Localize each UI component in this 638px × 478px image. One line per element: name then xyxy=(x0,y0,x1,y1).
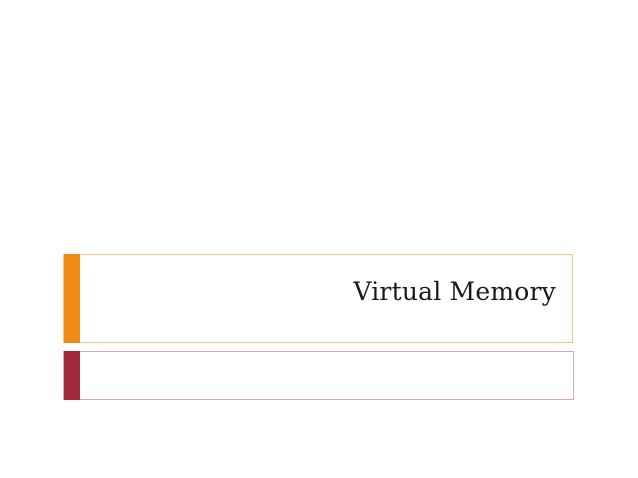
slide-title: Virtual Memory xyxy=(353,277,556,306)
subtitle-band xyxy=(63,351,574,400)
title-accent-bar xyxy=(64,254,80,343)
subtitle-accent-bar xyxy=(64,351,80,400)
title-band: Virtual Memory xyxy=(63,254,573,343)
